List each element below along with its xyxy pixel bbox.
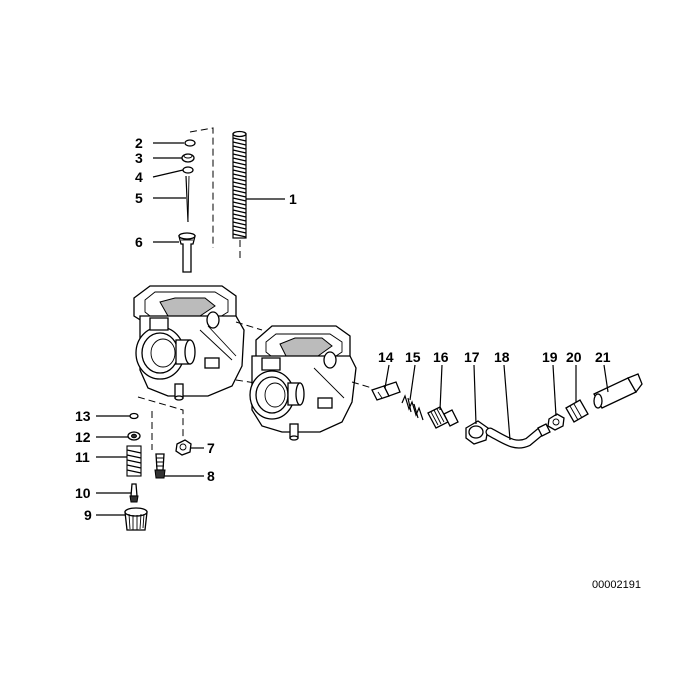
part-6-needle-jet [178, 232, 196, 273]
callout-16: 16 [433, 349, 449, 365]
callout-12: 12 [75, 429, 91, 445]
callout-1: 1 [289, 191, 297, 207]
callout-10: 10 [75, 485, 91, 501]
part-7-nut [175, 439, 192, 456]
callout-4: 4 [135, 169, 143, 185]
callout-3: 3 [135, 150, 143, 166]
callout-13: 13 [75, 408, 91, 424]
carburetor-body-right [249, 325, 357, 441]
part-9-knurled-knob [124, 507, 148, 531]
callout-8: 8 [207, 468, 215, 484]
part-18-cable-sleeve [485, 423, 551, 449]
part-11-spring [126, 445, 142, 477]
part-14-choke-plunger [371, 381, 401, 401]
callout-7: 7 [207, 440, 215, 456]
part-20-adjuster [565, 399, 589, 423]
drawing-number: 00002191 [592, 579, 641, 591]
callout-18: 18 [494, 349, 510, 365]
callout-20: 20 [566, 349, 582, 365]
callout-19: 19 [542, 349, 558, 365]
callout-2: 2 [135, 135, 143, 151]
part-4-washer [182, 166, 194, 174]
callout-5: 5 [135, 190, 143, 206]
part-12-washer [127, 431, 141, 441]
part-15-spring [401, 394, 424, 421]
part-19-nut [547, 413, 565, 431]
callout-6: 6 [135, 234, 143, 250]
callout-14: 14 [378, 349, 394, 365]
part-5-jet-needle [185, 175, 189, 223]
callout-11: 11 [75, 449, 90, 465]
part-2-ring [184, 139, 196, 147]
carburetor-body-left [133, 285, 245, 401]
part-1-spring [232, 130, 247, 239]
part-8-screw [154, 453, 166, 479]
part-21-choke-knob [593, 373, 643, 409]
callout-17: 17 [464, 349, 480, 365]
callout-21: 21 [595, 349, 611, 365]
part-10-mixture-screw [129, 483, 139, 503]
callout-9: 9 [84, 507, 92, 523]
part-16-fitting [427, 406, 459, 429]
callout-15: 15 [405, 349, 421, 365]
needle-assembly-guide-line [189, 127, 214, 248]
float-bowl-guide-line [137, 396, 184, 440]
part-17-cap-nut [465, 420, 489, 445]
part-13-o-ring [129, 412, 139, 420]
